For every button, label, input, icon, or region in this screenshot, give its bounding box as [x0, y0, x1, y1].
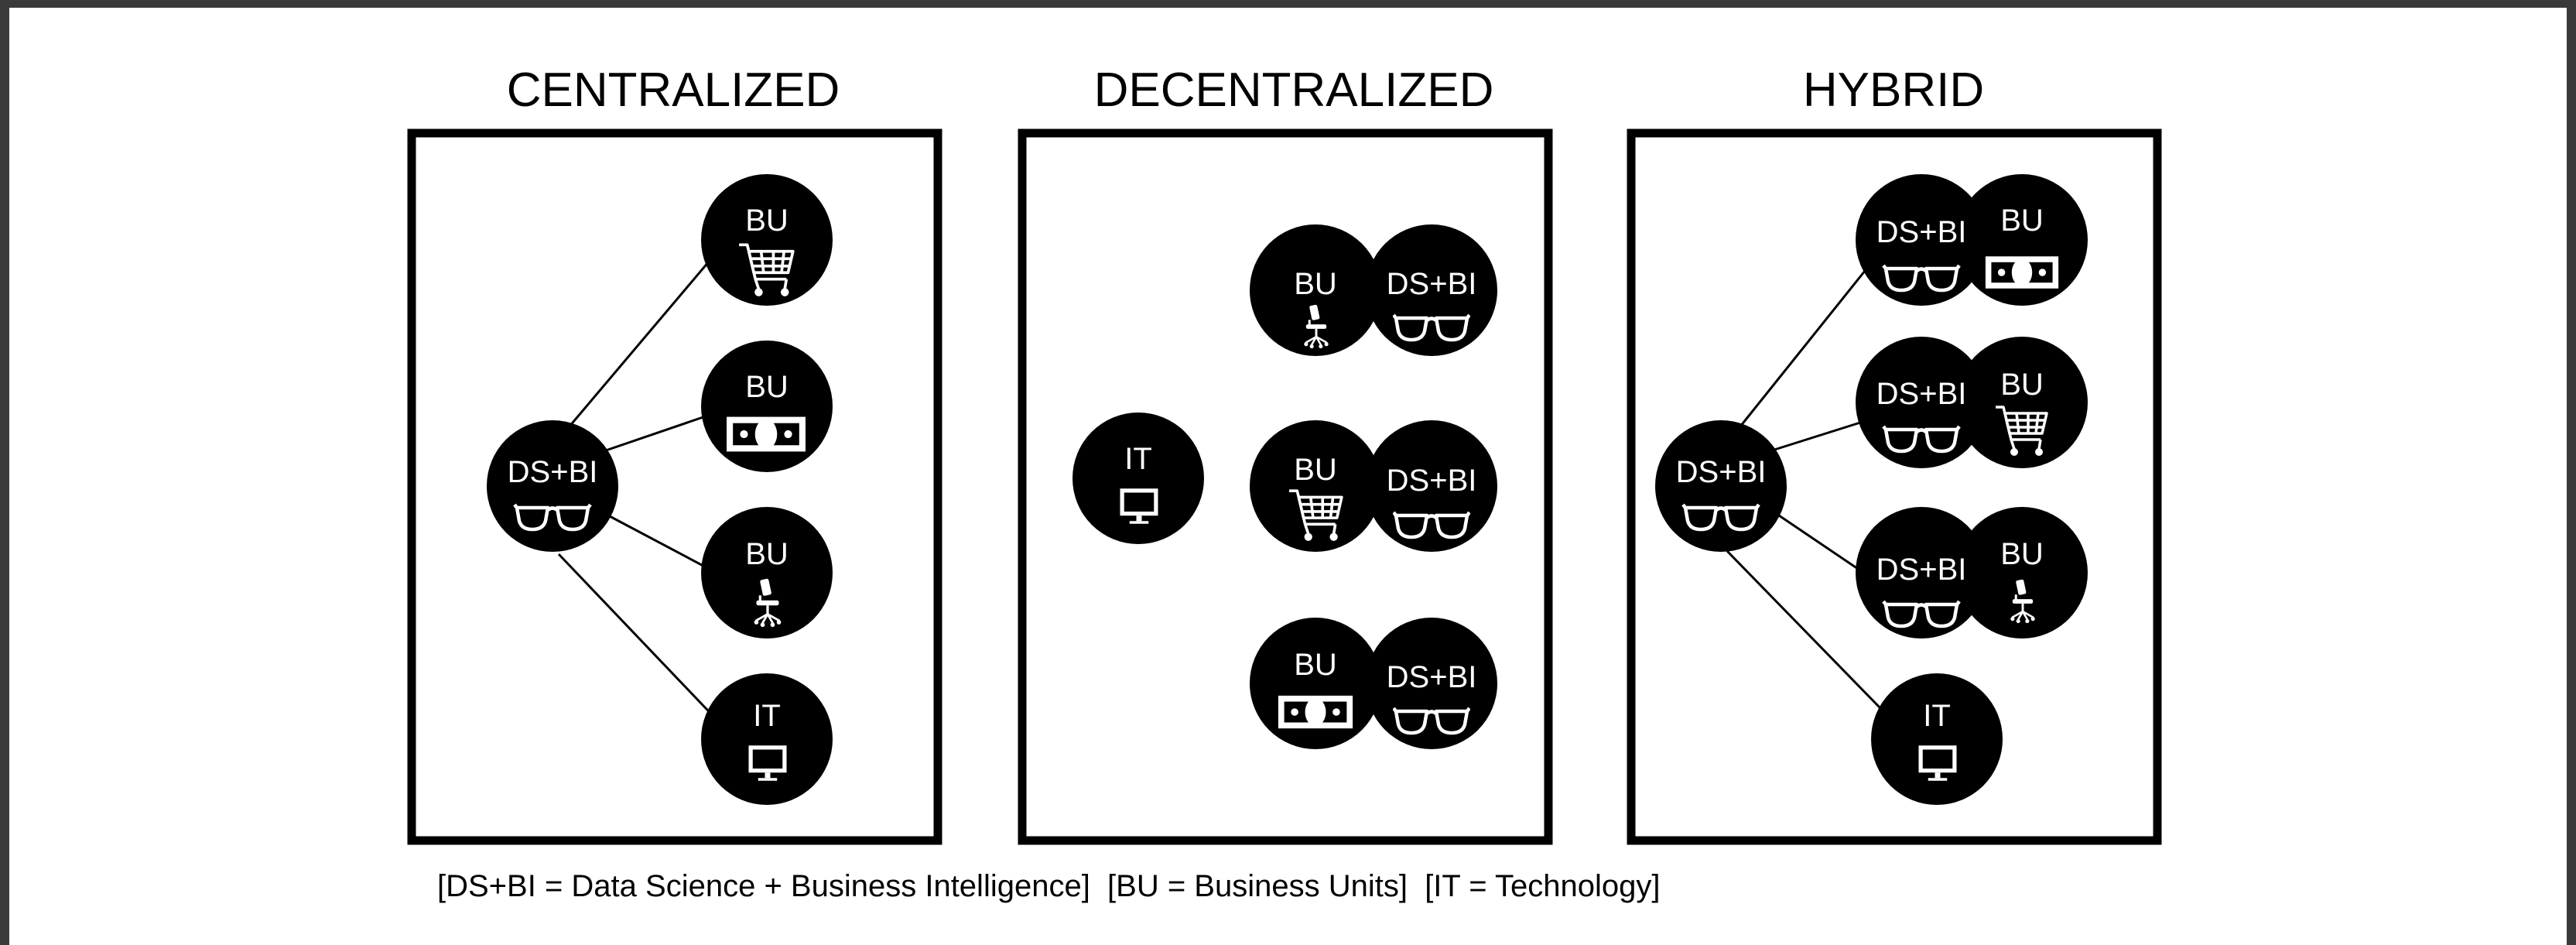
bu-label: BU: [1294, 648, 1337, 682]
it-node: IT: [701, 673, 833, 805]
it-label: IT: [753, 699, 781, 733]
bu-dsbi-pair: BU DS+BI: [1250, 224, 1497, 356]
connector-line: [1776, 512, 1861, 572]
panel-frame-centralized: [407, 128, 942, 845]
connector-line: [1726, 550, 1882, 710]
panel-centralized: CENTRALIZED DS+BI BU BU BU IT: [407, 63, 942, 845]
bu-node: BU: [701, 174, 833, 306]
connector-line: [1771, 421, 1861, 452]
dsbi-label: DS+BI: [1387, 464, 1477, 498]
it-label: IT: [1124, 442, 1152, 476]
panel-frame-hybrid: [1627, 128, 2162, 845]
bu-label: BU: [745, 537, 789, 571]
it-label: IT: [1923, 699, 1951, 733]
dsbi-label: DS+BI: [1876, 215, 1967, 249]
bu-label: BU: [1294, 267, 1337, 301]
bu-dsbi-pair: BU DS+BI: [1250, 618, 1497, 749]
money-icon: [1985, 256, 2059, 289]
bu-node: BU: [701, 341, 833, 472]
dsbi-label: DS+BI: [1876, 553, 1967, 587]
panel-title-hybrid: HYBRID: [1803, 63, 1984, 117]
bu-label: BU: [745, 204, 789, 238]
panel-title-centralized: CENTRALIZED: [507, 63, 840, 117]
bu-dsbi-pair: BU DS+BI: [1250, 420, 1497, 552]
connector-line: [1736, 262, 1873, 431]
panel-decentralized: DECENTRALIZED IT BU DS+BI BU DS+BI BU: [1018, 63, 1553, 845]
legend: [DS+BI = Data Science + Business Intelli…: [437, 869, 1660, 903]
connector-line: [557, 553, 723, 726]
money-icon: [727, 416, 806, 452]
it-node: IT: [1072, 413, 1204, 544]
bu-label: BU: [2000, 204, 2044, 238]
dsbi-node: DS+BI: [1655, 420, 1787, 552]
dsbi-label: DS+BI: [508, 455, 598, 489]
bu-label: BU: [2000, 368, 2044, 402]
connector-line: [567, 241, 727, 428]
connector-line: [603, 409, 722, 453]
dsbi-node: DS+BI: [487, 420, 618, 552]
it-node: IT: [1871, 673, 2003, 805]
bu-label: BU: [1294, 453, 1337, 487]
dsbi-label: DS+BI: [1387, 660, 1477, 694]
panel-frame-decentralized: [1018, 128, 1553, 845]
panel-title-decentralized: DECENTRALIZED: [1094, 63, 1494, 117]
bu-node: BU: [701, 507, 833, 639]
dsbi-bu-pair: DS+BI BU: [1856, 507, 2088, 639]
bu-label: BU: [2000, 537, 2044, 571]
bu-label: BU: [745, 370, 789, 404]
dsbi-label: DS+BI: [1676, 455, 1767, 489]
dsbi-label: DS+BI: [1387, 267, 1477, 301]
dsbi-bu-pair: DS+BI BU: [1856, 174, 2088, 306]
connector-line: [607, 514, 713, 572]
panel-hybrid: HYBRID DS+BI DS+BI BU DS+BI BU: [1627, 63, 2162, 845]
dsbi-bu-pair: DS+BI BU: [1856, 337, 2088, 468]
dsbi-label: DS+BI: [1876, 377, 1967, 411]
money-icon: [1278, 695, 1353, 729]
